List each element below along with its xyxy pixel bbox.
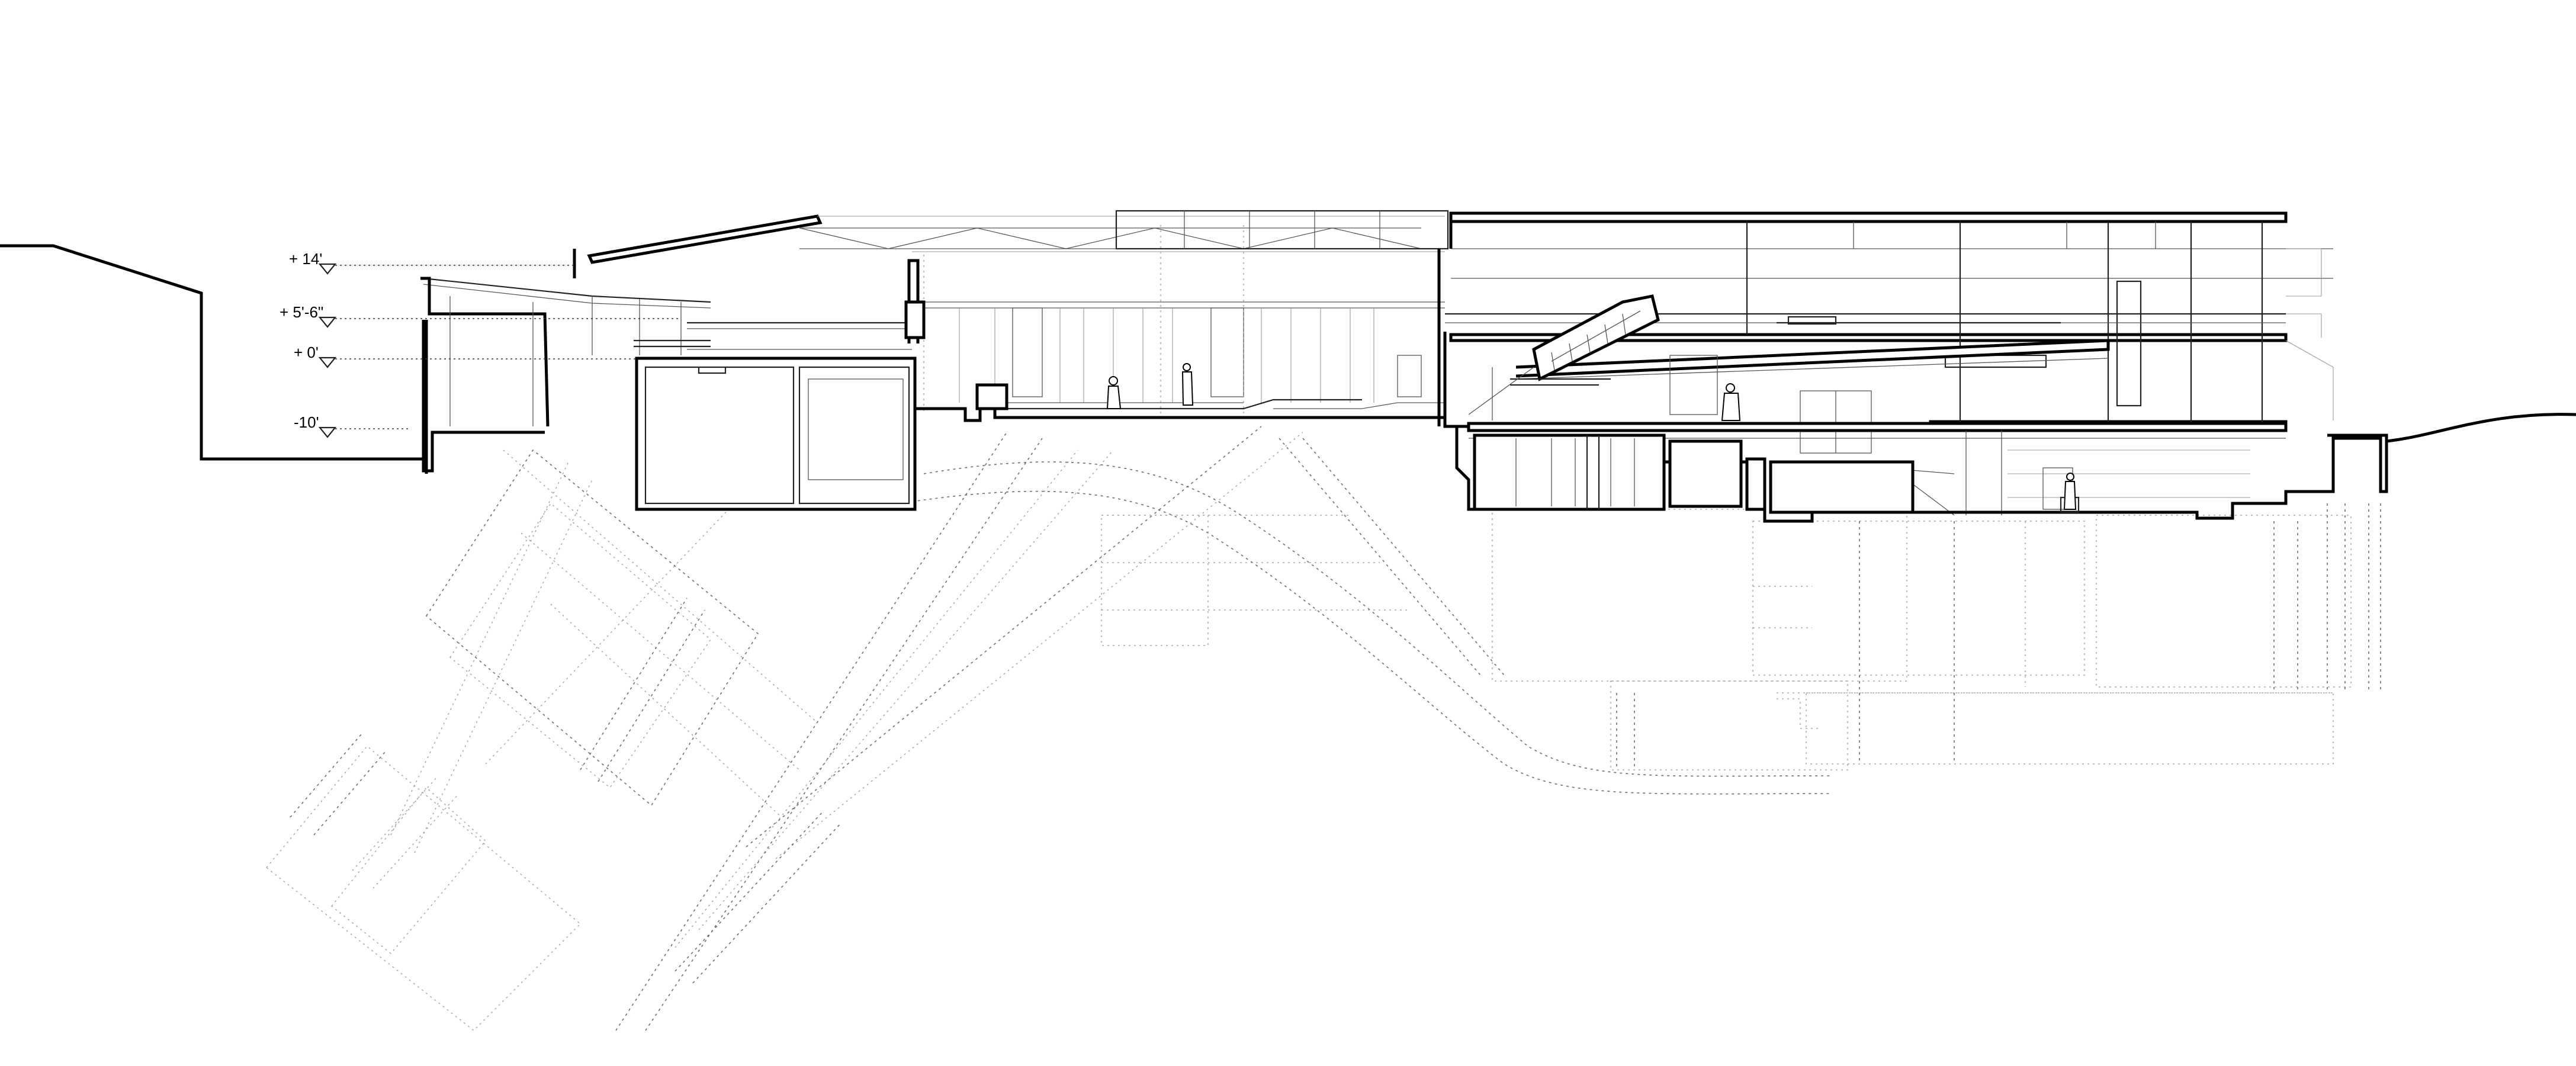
main-stair xyxy=(1468,294,1660,415)
level-marker-plus-0: + 0' xyxy=(294,343,637,368)
plan-stair-ladder-1 xyxy=(290,734,460,889)
level-label-plus-14: + 14' xyxy=(289,250,322,268)
level-label-minus-10: -10' xyxy=(294,413,319,431)
level-label-plus-5-6: + 5'-6" xyxy=(280,303,323,321)
person-figure-4 xyxy=(2063,473,2077,510)
plan-stair-ladder-right xyxy=(2327,503,2381,693)
upper-structure xyxy=(420,210,2334,516)
level-triangle-icon xyxy=(318,426,337,438)
plan-stair-ladder-2 xyxy=(580,598,841,984)
plan-stair-ladder-lower xyxy=(1616,586,1812,770)
plan-overlay xyxy=(266,426,2381,1031)
level-markers: + 14' + 5'-6" + 0' -10' xyxy=(280,250,681,438)
level-marker-plus-14: + 14' xyxy=(289,250,574,275)
level-marker-plus-5-6: + 5'-6" xyxy=(280,303,681,328)
person-figure-2 xyxy=(1181,363,1194,406)
person-figure-3 xyxy=(1721,383,1741,421)
level-marker-minus-10: -10' xyxy=(294,413,409,438)
level-triangle-icon xyxy=(318,357,337,368)
hall-glazing xyxy=(923,225,1422,415)
section-cut xyxy=(0,221,2576,523)
people-figures xyxy=(1106,363,2077,510)
person-figure-1 xyxy=(1106,376,1122,409)
level-label-plus-0: + 0' xyxy=(294,343,319,361)
level-triangle-icon xyxy=(318,316,337,328)
level-triangle-icon xyxy=(318,263,337,275)
